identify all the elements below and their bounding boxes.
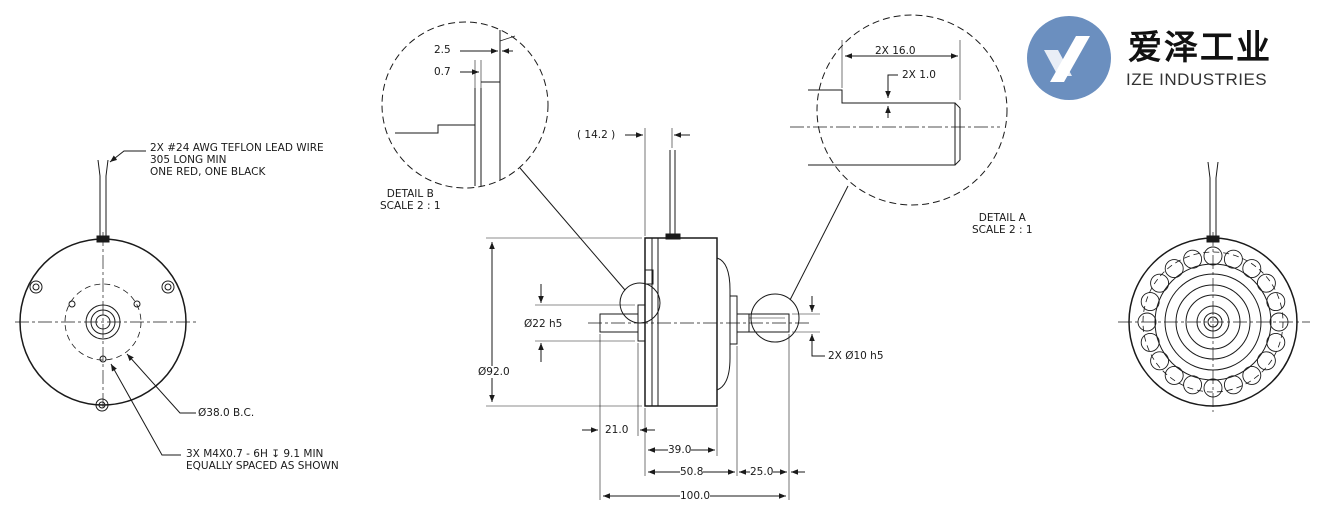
bolt-circle-note: Ø38.0 B.C.: [198, 407, 255, 419]
detail-a-title: DETAIL A SCALE 2 : 1: [972, 212, 1033, 236]
dim-2x-16: 2X 16.0: [875, 45, 916, 57]
right-back-view: [1118, 161, 1310, 412]
dim-21: 21.0: [605, 424, 629, 436]
rotor-scallop: [1223, 249, 1243, 269]
rotor-scallop: [1150, 273, 1170, 293]
rotor-scallop: [1242, 365, 1262, 385]
rotor-scallop: [1137, 312, 1157, 332]
rotor-scallop: [1164, 365, 1184, 385]
rotor-scallop: [1183, 249, 1203, 269]
left-front-view: [15, 150, 196, 456]
detail-b-title: DETAIL B SCALE 2 : 1: [380, 188, 441, 212]
holes-note: 3X M4X0.7 - 6H ↧ 9.1 MIN EQUALLY SPACED …: [186, 448, 339, 472]
detail-a: [789, 14, 1008, 301]
rotor-scallop: [1269, 312, 1289, 332]
dim-d92: Ø92.0: [478, 366, 510, 378]
brand-logo-icon: [1027, 16, 1111, 100]
dim-50-8: 50.8: [680, 466, 704, 478]
dim-0-7: 0.7: [434, 66, 451, 78]
rotor-scallop: [1266, 332, 1286, 352]
motor-body: [644, 237, 718, 407]
dim-d22: Ø22 h5: [524, 318, 563, 330]
side-view: [486, 128, 825, 500]
dim-2x-1: 2X 1.0: [902, 69, 936, 81]
detail-b: [381, 21, 626, 291]
brand-name-en: IZE INDUSTRIES: [1126, 70, 1268, 89]
rotor-scallop: [1203, 246, 1223, 266]
rotor-scallop: [1256, 273, 1276, 293]
dim-39: 39.0: [668, 444, 692, 456]
rotor-scallop: [1266, 292, 1286, 312]
dim-2-5: 2.5: [434, 44, 451, 56]
brand-name-cn: 爱泽工业: [1128, 28, 1272, 68]
bolt-circle: [64, 283, 142, 361]
rotor-scallop: [1183, 375, 1203, 395]
rotor-scallop: [1256, 351, 1276, 371]
dim-2x-d10: 2X Ø10 h5: [828, 350, 884, 362]
dim-14-2: ( 14.2 ): [577, 129, 616, 141]
hub: [85, 304, 121, 340]
lead-wire-note: 2X #24 AWG TEFLON LEAD WIRE 305 LONG MIN…: [150, 142, 324, 178]
rotor-scallop: [1140, 292, 1160, 312]
rotor-scallop: [1164, 259, 1184, 279]
rotor-scallop: [1203, 378, 1223, 398]
dim-100: 100.0: [680, 490, 711, 502]
rotor-scallop: [1223, 375, 1243, 395]
dim-25: 25.0: [750, 466, 774, 478]
rotor-scallop: [1150, 351, 1170, 371]
rotor-scallop: [1242, 259, 1262, 279]
rotor-scallops: [1137, 246, 1289, 398]
rotor-scallop: [1140, 332, 1160, 352]
